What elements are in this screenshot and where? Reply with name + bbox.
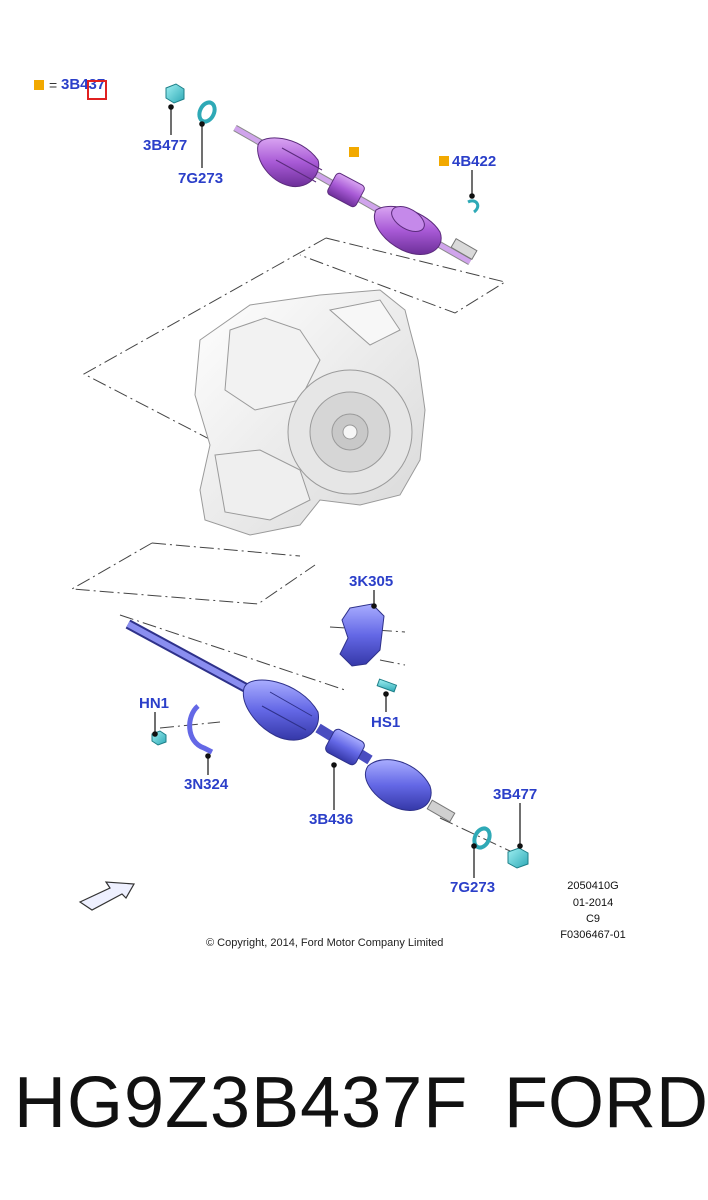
leader-lines bbox=[152, 104, 523, 878]
callout-3b436: 3B436 bbox=[309, 811, 354, 828]
transmission-housing bbox=[194, 289, 426, 536]
drawing-date: 01-2014 bbox=[572, 897, 614, 909]
top-seal-7g273 bbox=[197, 100, 217, 124]
bracket-3k305 bbox=[339, 603, 385, 667]
bottom-seal-7g273 bbox=[472, 826, 492, 850]
bolt-hs1 bbox=[376, 678, 398, 693]
callout-hn1: HN1 bbox=[139, 695, 170, 712]
callout-3n324: 3N324 bbox=[184, 776, 229, 793]
circlip-marker bbox=[439, 156, 449, 166]
top-nut-3b477 bbox=[165, 83, 185, 104]
clamp-3n324 bbox=[187, 704, 214, 755]
circlip-4b422 bbox=[467, 199, 480, 214]
front-direction-arrow-icon bbox=[78, 881, 135, 911]
bottom-nut-3b477 bbox=[507, 847, 529, 869]
callout-hs1: HS1 bbox=[371, 714, 401, 731]
legend-marker bbox=[34, 80, 44, 90]
exploded-diagram bbox=[70, 83, 529, 911]
highlight-box bbox=[87, 80, 107, 100]
part-number: HG9Z3B437F bbox=[14, 1063, 469, 1143]
shaft-marker bbox=[349, 147, 359, 157]
callout-bottom-7g273: 7G273 bbox=[450, 879, 496, 896]
drawing-figure-id: F0306467-01 bbox=[560, 929, 626, 941]
callout-4b422: 4B422 bbox=[452, 153, 497, 170]
callout-top-7g273: 7G273 bbox=[178, 170, 224, 187]
callout-3k305: 3K305 bbox=[349, 573, 394, 590]
upper-boundary-frame bbox=[82, 237, 507, 456]
copyright: © Copyright, 2014, Ford Motor Company Li… bbox=[206, 937, 444, 949]
legend-equals: = bbox=[49, 77, 58, 93]
callout-top-3b477: 3B477 bbox=[143, 137, 188, 154]
drawing-rev: C9 bbox=[585, 913, 601, 925]
drawing-id-line1: 2050410G bbox=[567, 880, 619, 892]
brand: FORD bbox=[504, 1063, 708, 1143]
upper-drive-shaft bbox=[233, 124, 478, 266]
callout-bottom-3b477: 3B477 bbox=[493, 786, 538, 803]
lower-drive-shaft-3b436 bbox=[125, 619, 456, 823]
